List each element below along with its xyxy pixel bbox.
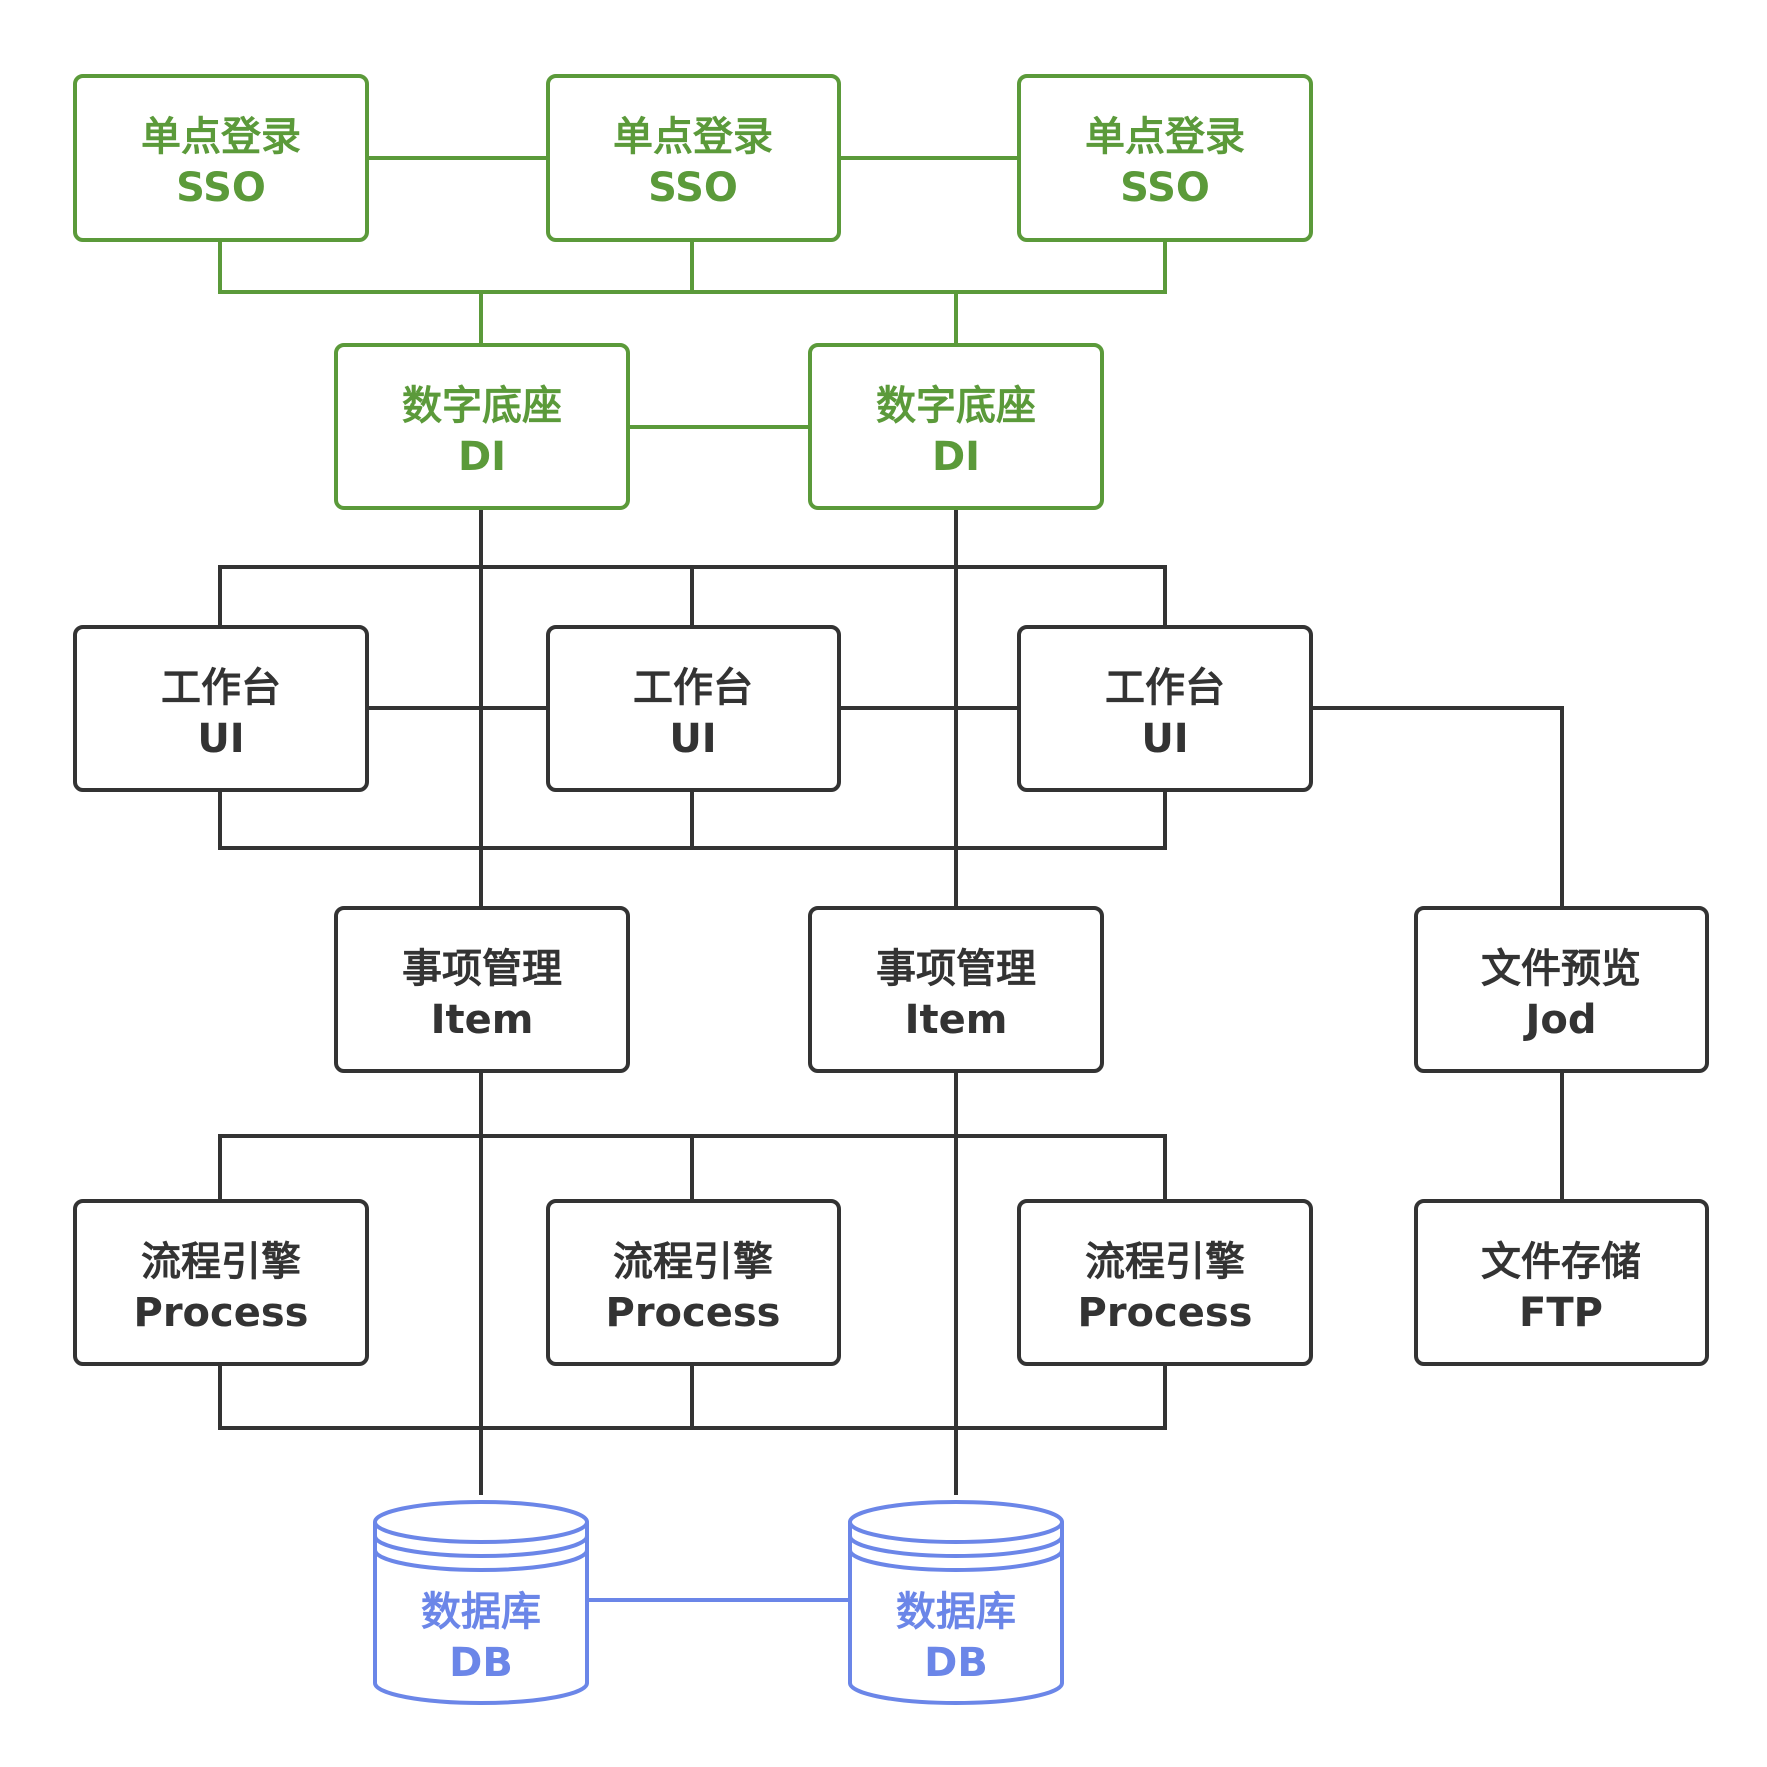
- node-subtitle: DI: [458, 434, 506, 480]
- node-sso-2: 单点登录 SSO: [546, 74, 841, 242]
- node-title: 事项管理: [876, 946, 1036, 992]
- db-cylinder-ring: [373, 1549, 589, 1572]
- node-subtitle: UI: [197, 716, 244, 762]
- node-subtitle: SSO: [648, 165, 738, 211]
- node-box: [1017, 74, 1313, 242]
- node-box: [1017, 625, 1313, 792]
- node-subtitle: Jod: [1523, 997, 1597, 1043]
- node-ui-1: 工作台 UI: [73, 625, 369, 792]
- node-title: 流程引擎: [1085, 1239, 1245, 1285]
- node-title: 单点登录: [1085, 114, 1245, 160]
- node-subtitle: FTP: [1519, 1290, 1603, 1336]
- node-di-2: 数字底座 DI: [808, 343, 1104, 510]
- node-title: 单点登录: [141, 114, 301, 160]
- node-subtitle: Process: [134, 1290, 309, 1336]
- node-title: 工作台: [633, 665, 753, 711]
- connector-ui3-jod: [1311, 706, 1564, 908]
- connectors: [218, 156, 1564, 1602]
- node-box: [546, 625, 841, 792]
- node-db-1: 数据库 DB: [373, 1500, 589, 1705]
- node-subtitle: DB: [924, 1640, 988, 1686]
- node-box: [1017, 1199, 1313, 1366]
- node-title: 数据库: [896, 1589, 1016, 1635]
- node-subtitle: Process: [1078, 1290, 1253, 1336]
- node-item-1: 事项管理 Item: [334, 906, 630, 1073]
- node-subtitle: SSO: [176, 165, 266, 211]
- node-process-1: 流程引擎 Process: [73, 1199, 369, 1366]
- node-process-2: 流程引擎 Process: [546, 1199, 841, 1366]
- node-box: [1414, 906, 1709, 1073]
- node-sso-3: 单点登录 SSO: [1017, 74, 1313, 242]
- db-cylinder-ring: [848, 1535, 1064, 1558]
- db-cylinder-ring: [848, 1549, 1064, 1572]
- node-ftp: 文件存储 FTP: [1414, 1199, 1709, 1366]
- node-title: 文件存储: [1481, 1239, 1641, 1285]
- node-jod: 文件预览 Jod: [1414, 906, 1709, 1073]
- node-ui-3: 工作台 UI: [1017, 625, 1313, 792]
- db-cylinder-top: [373, 1500, 589, 1544]
- node-subtitle: UI: [1141, 716, 1188, 762]
- node-subtitle: DB: [449, 1640, 513, 1686]
- node-title: 流程引擎: [613, 1239, 773, 1285]
- node-ui-2: 工作台 UI: [546, 625, 841, 792]
- node-box: [73, 74, 369, 242]
- node-title: 工作台: [161, 665, 281, 711]
- node-subtitle: SSO: [1120, 165, 1210, 211]
- node-box: [808, 343, 1104, 510]
- node-subtitle: Process: [606, 1290, 781, 1336]
- node-item-2: 事项管理 Item: [808, 906, 1104, 1073]
- node-title: 数据库: [421, 1589, 541, 1635]
- node-box: [73, 1199, 369, 1366]
- node-box: [808, 906, 1104, 1073]
- node-process-3: 流程引擎 Process: [1017, 1199, 1313, 1366]
- node-box: [334, 906, 630, 1073]
- node-subtitle: UI: [669, 716, 716, 762]
- node-title: 数字底座: [876, 383, 1036, 429]
- node-db-2: 数据库 DB: [848, 1500, 1064, 1705]
- nodes: 单点登录 SSO 单点登录 SSO 单点登录 SSO 数字底座 DI 数字底座 …: [73, 74, 1709, 1705]
- node-box: [334, 343, 630, 510]
- node-box: [1414, 1199, 1709, 1366]
- node-title: 事项管理: [402, 946, 562, 992]
- node-box: [546, 1199, 841, 1366]
- node-box: [73, 625, 369, 792]
- node-title: 流程引擎: [141, 1239, 301, 1285]
- node-box: [546, 74, 841, 242]
- node-subtitle: DI: [932, 434, 980, 480]
- node-sso-1: 单点登录 SSO: [73, 74, 369, 242]
- node-title: 工作台: [1105, 665, 1225, 711]
- db-cylinder-ring: [373, 1535, 589, 1558]
- node-subtitle: Item: [905, 997, 1008, 1043]
- node-title: 数字底座: [402, 383, 562, 429]
- node-title: 文件预览: [1481, 946, 1641, 992]
- db-cylinder-top: [848, 1500, 1064, 1544]
- node-title: 单点登录: [613, 114, 773, 160]
- node-di-1: 数字底座 DI: [334, 343, 630, 510]
- node-subtitle: Item: [431, 997, 534, 1043]
